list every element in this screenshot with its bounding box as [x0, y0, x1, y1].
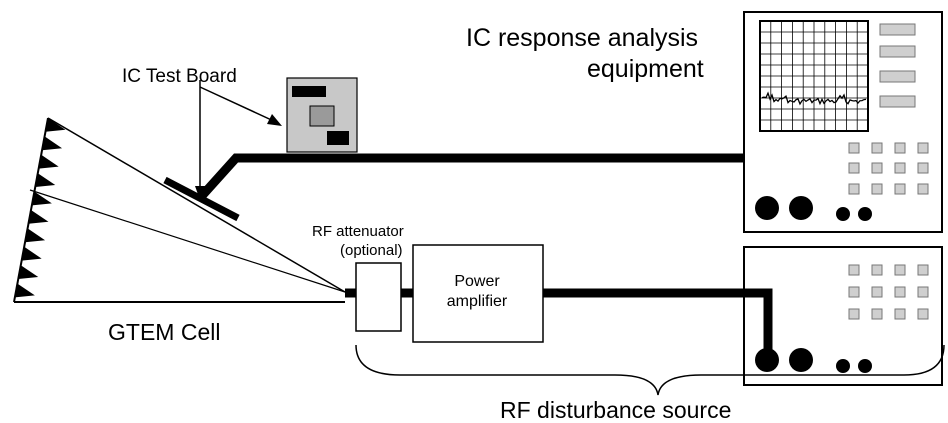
rf-cable	[345, 288, 773, 358]
rf-source-brace	[355, 344, 945, 396]
ic-response-label-line2: equipment	[587, 55, 704, 83]
gtem-cell	[13, 117, 346, 303]
rf-attenuator-box	[355, 262, 402, 332]
absorber-icon	[14, 118, 66, 298]
power-amplifier-label-line2: amplifier	[447, 293, 508, 310]
ic-response-analysis-equipment	[743, 11, 943, 233]
ic-test-board-label: IC Test Board	[122, 66, 237, 87]
rf-attenuator-optional-label: (optional)	[340, 242, 403, 259]
rf-disturbance-source-label: RF disturbance source	[500, 397, 731, 423]
rf-attenuator-label: RF attenuator	[312, 223, 404, 240]
ic-test-board-icon	[286, 77, 358, 153]
test-board-arrows	[195, 80, 282, 200]
measurement-cable	[196, 153, 773, 208]
ic-response-label-line1: IC response analysis	[466, 24, 698, 52]
gtem-cell-label: GTEM Cell	[108, 319, 220, 345]
noise-spectrum-trace-icon	[761, 91, 867, 106]
power-amplifier-box	[412, 244, 544, 343]
rf-signal-generator	[743, 246, 943, 386]
power-amplifier-label-line1: Power	[454, 273, 500, 290]
